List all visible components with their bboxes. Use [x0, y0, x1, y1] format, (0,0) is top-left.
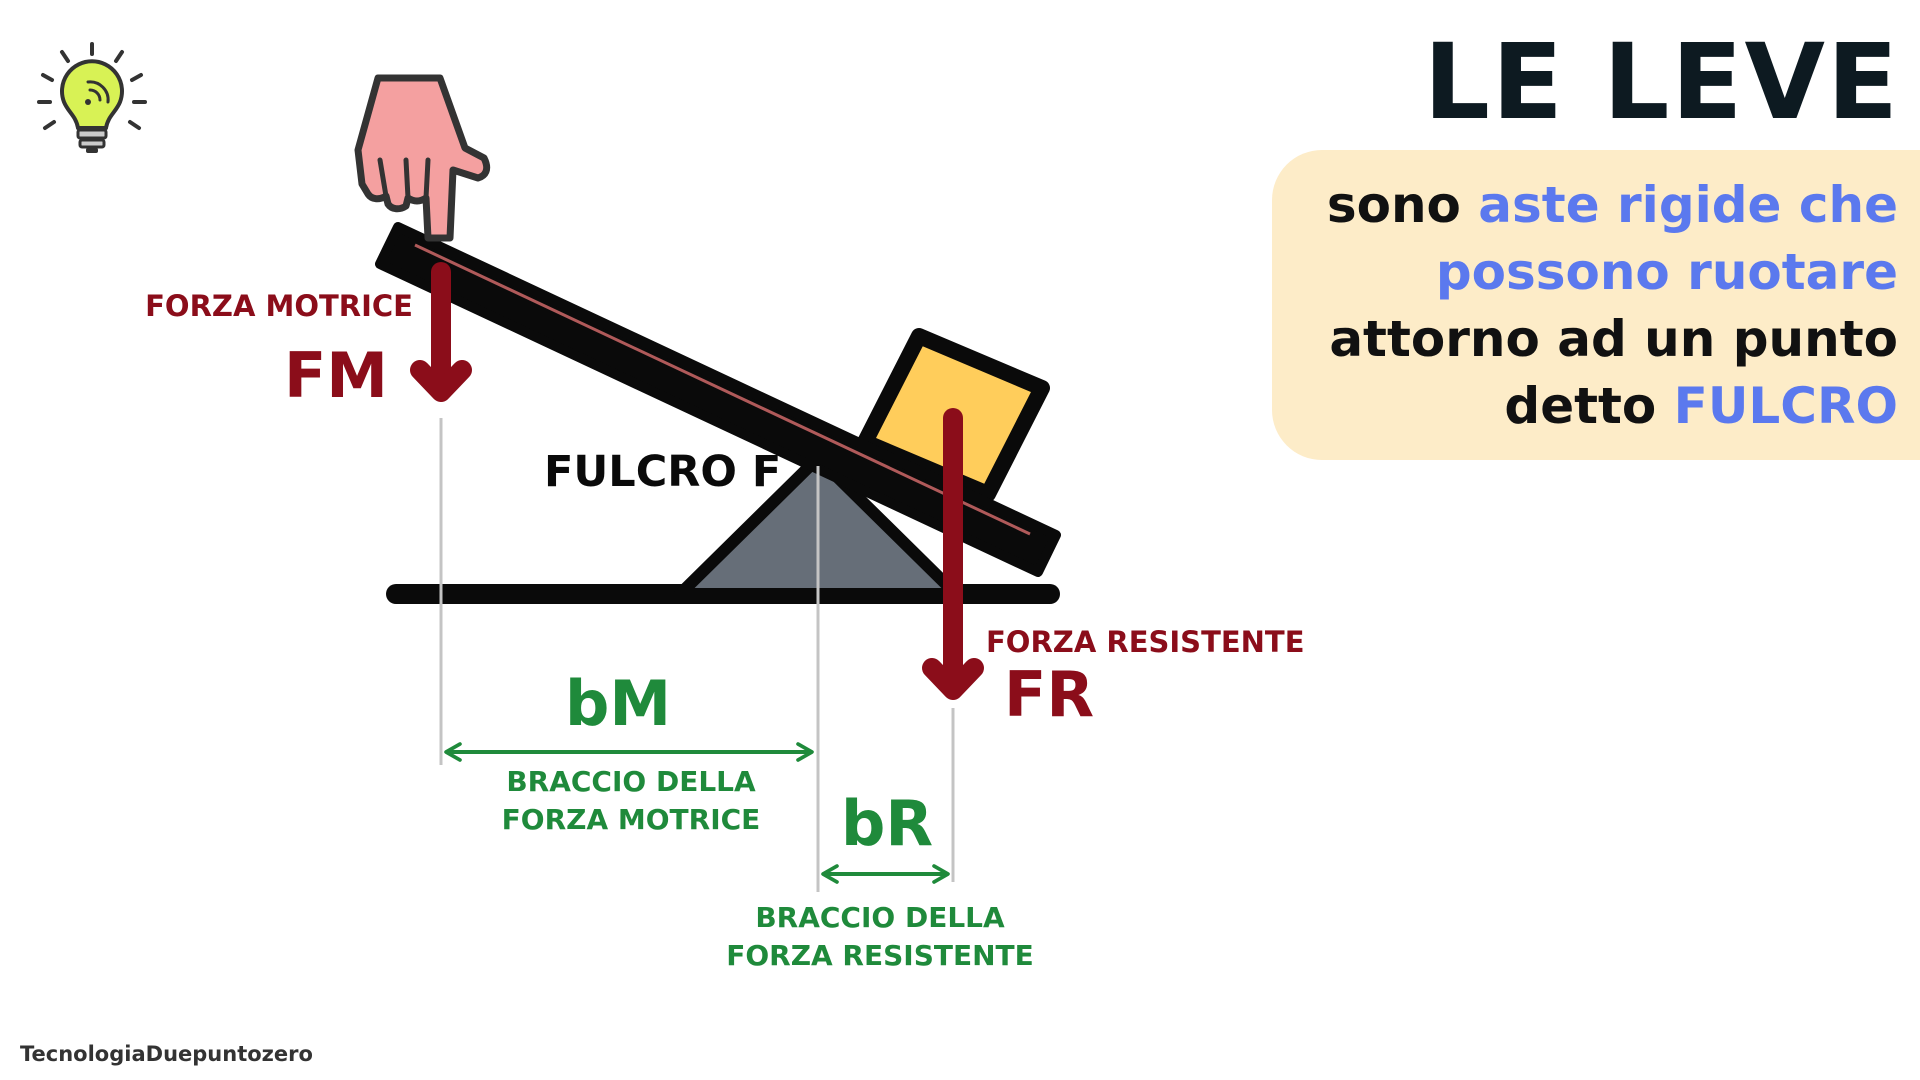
definition-part2: attorno ad un punto detto — [1329, 310, 1898, 435]
reference-lines — [439, 418, 955, 892]
motive-arm-symbol: bM — [565, 667, 671, 740]
brand-label: TecnologiaDuepuntozero — [20, 1042, 313, 1066]
definition-box — [1272, 150, 1920, 460]
resistant-arm-label-line2: FORZA RESISTENTE — [726, 939, 1034, 972]
page-title: LE LEVE — [1423, 21, 1900, 143]
lightbulb-icon — [37, 42, 147, 153]
resistant-arm-symbol: bR — [841, 787, 933, 860]
motive-arm-label-line1: BRACCIO DELLA — [506, 765, 756, 798]
fulcrum-label: FULCRO F — [544, 447, 781, 497]
motive-force-label: FORZA MOTRICE — [145, 289, 413, 323]
definition-highlight2: FULCRO — [1673, 377, 1898, 435]
lever-bar-stripe — [414, 243, 1031, 536]
resistant-arm-label-line1: BRACCIO DELLA — [755, 901, 1005, 934]
definition-part1: sono — [1326, 176, 1479, 234]
definition-highlight1: aste rigide che possono ruotare — [1435, 176, 1898, 301]
definition-text: sono aste rigide che possono ruotare att… — [1298, 172, 1898, 440]
pointing-hand-icon — [354, 74, 491, 242]
motive-arm-label-line2: FORZA MOTRICE — [502, 803, 761, 836]
lever-bar — [375, 222, 1061, 577]
resistant-force-symbol: FR — [1004, 658, 1094, 731]
resistant-force-label: FORZA RESISTENTE — [986, 625, 1305, 659]
resistant-force-arrow — [922, 408, 984, 700]
motive-force-symbol: FM — [284, 339, 388, 412]
motive-force-arrow — [410, 262, 472, 402]
